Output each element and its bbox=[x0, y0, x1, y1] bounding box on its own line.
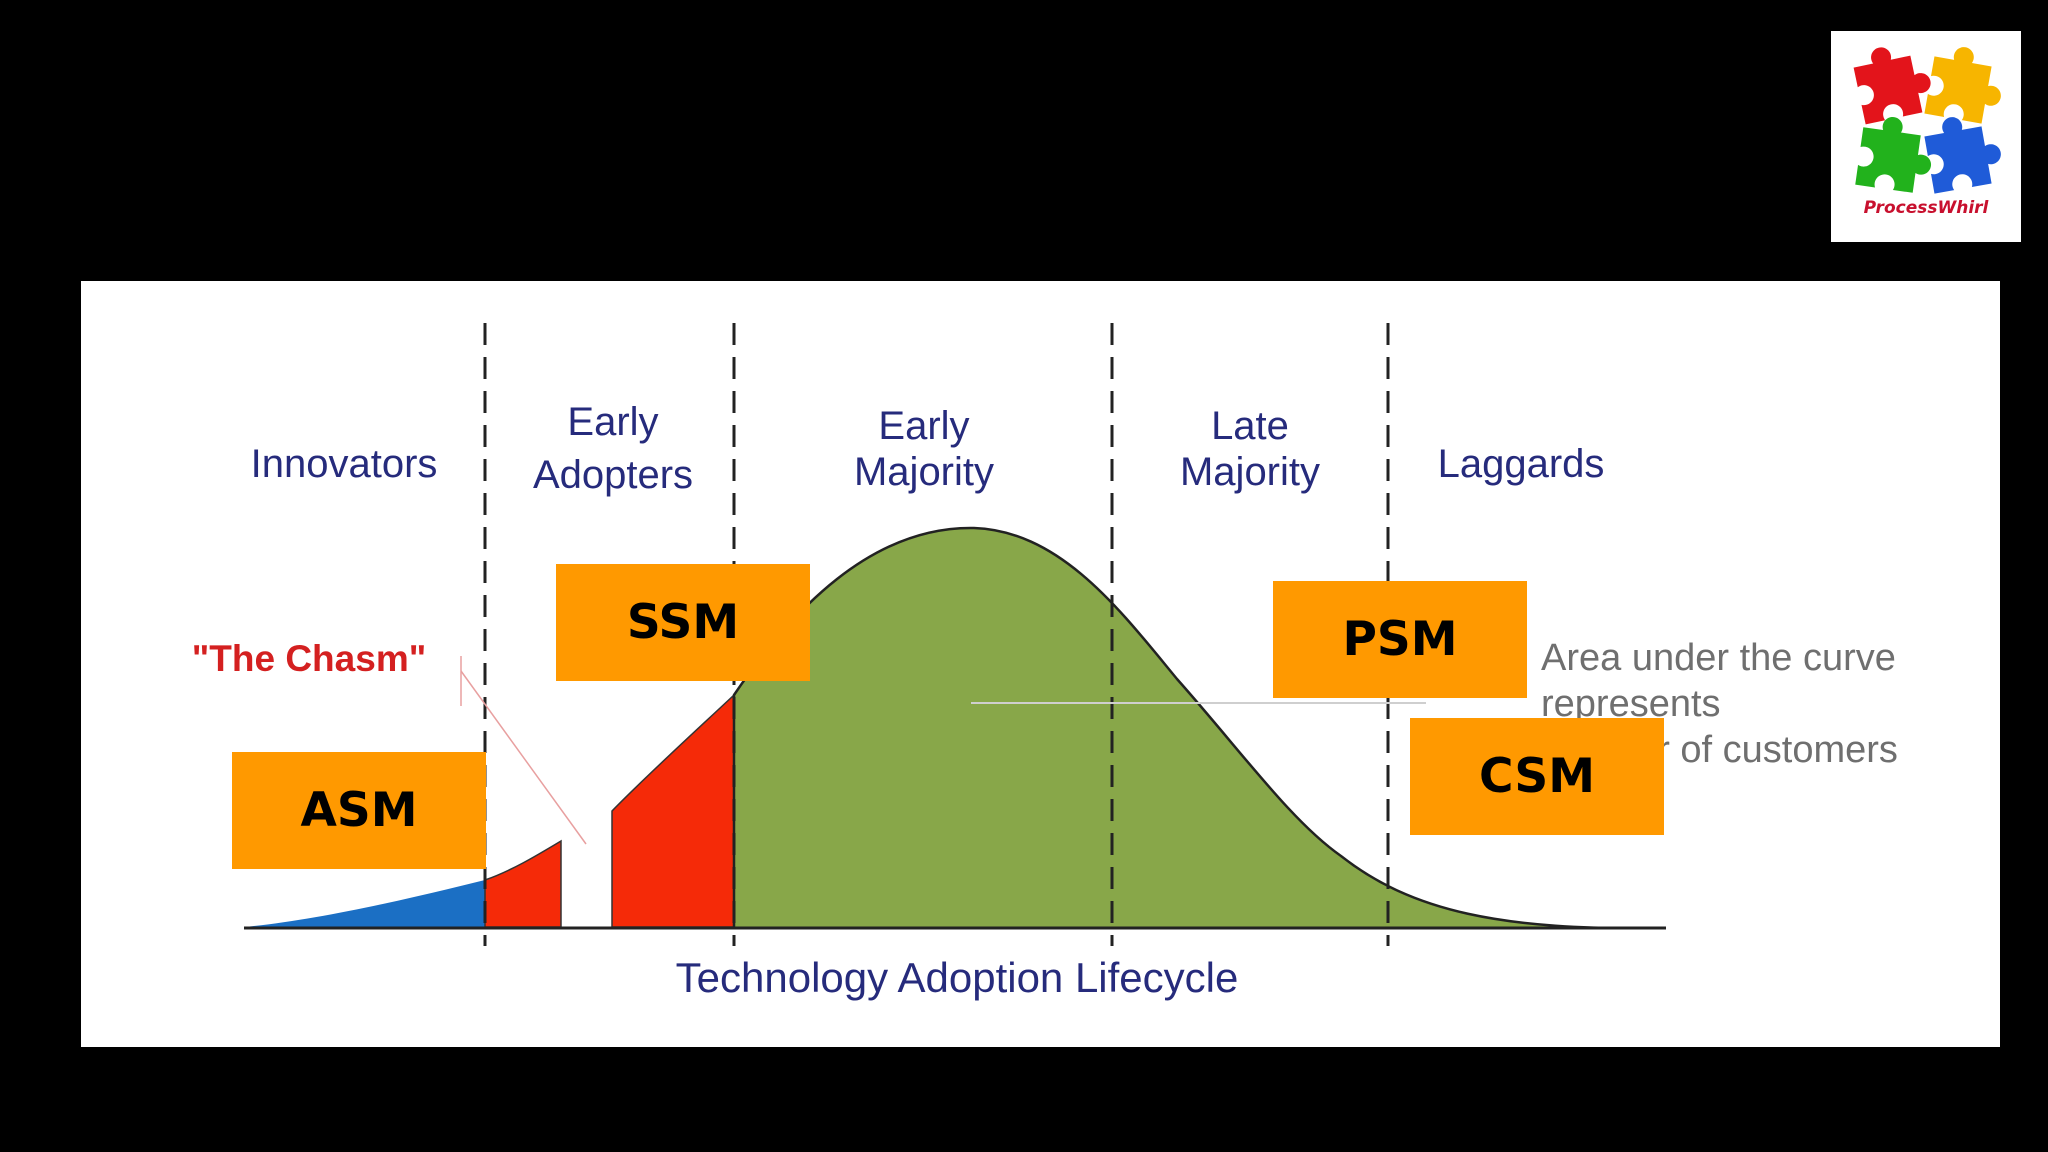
asm-box: ASM bbox=[232, 752, 486, 869]
yellow-puzzle-piece-icon bbox=[1924, 47, 2001, 124]
logo-text: ProcessWhirl bbox=[1864, 198, 1990, 218]
csm-label: CSM bbox=[1479, 749, 1595, 804]
label-innovators: Innovators bbox=[251, 442, 438, 486]
chasm-left-area bbox=[484, 839, 562, 928]
label-early-adopters-1: Early bbox=[567, 400, 658, 444]
asm-label: ASM bbox=[300, 783, 418, 838]
ssm-label: SSM bbox=[626, 595, 740, 650]
psm-box: PSM bbox=[1273, 581, 1527, 698]
red-puzzle-piece-icon bbox=[1853, 47, 1931, 125]
note-line-1: Area under the curve bbox=[1541, 637, 1896, 679]
blue-puzzle-piece-icon bbox=[1924, 117, 2001, 194]
ssm-box: SSM bbox=[556, 564, 810, 681]
innovators-area bbox=[244, 880, 485, 927]
label-laggards: Laggards bbox=[1438, 442, 1605, 486]
label-early-adopters-2: Adopters bbox=[533, 453, 693, 497]
label-early-majority-1: Early bbox=[878, 404, 969, 448]
early-adopters-area bbox=[611, 693, 735, 928]
diagram-panel: Innovators Early Adopters Early Majority… bbox=[81, 281, 2000, 1047]
adoption-lifecycle-diagram: Innovators Early Adopters Early Majority… bbox=[192, 323, 1898, 1001]
label-late-majority-2: Majority bbox=[1180, 450, 1320, 494]
chasm-label: "The Chasm" bbox=[192, 638, 427, 679]
green-puzzle-piece-icon bbox=[1855, 117, 1931, 193]
csm-box: CSM bbox=[1410, 718, 1664, 835]
processwhirl-logo: ProcessWhirl bbox=[1831, 31, 2021, 242]
axis-label: Technology Adoption Lifecycle bbox=[676, 954, 1239, 1001]
chasm-pointer bbox=[460, 670, 587, 845]
label-early-majority-2: Majority bbox=[854, 450, 994, 494]
label-late-majority-1: Late bbox=[1211, 404, 1289, 448]
psm-label: PSM bbox=[1342, 612, 1458, 667]
majority-area bbox=[732, 526, 1667, 930]
